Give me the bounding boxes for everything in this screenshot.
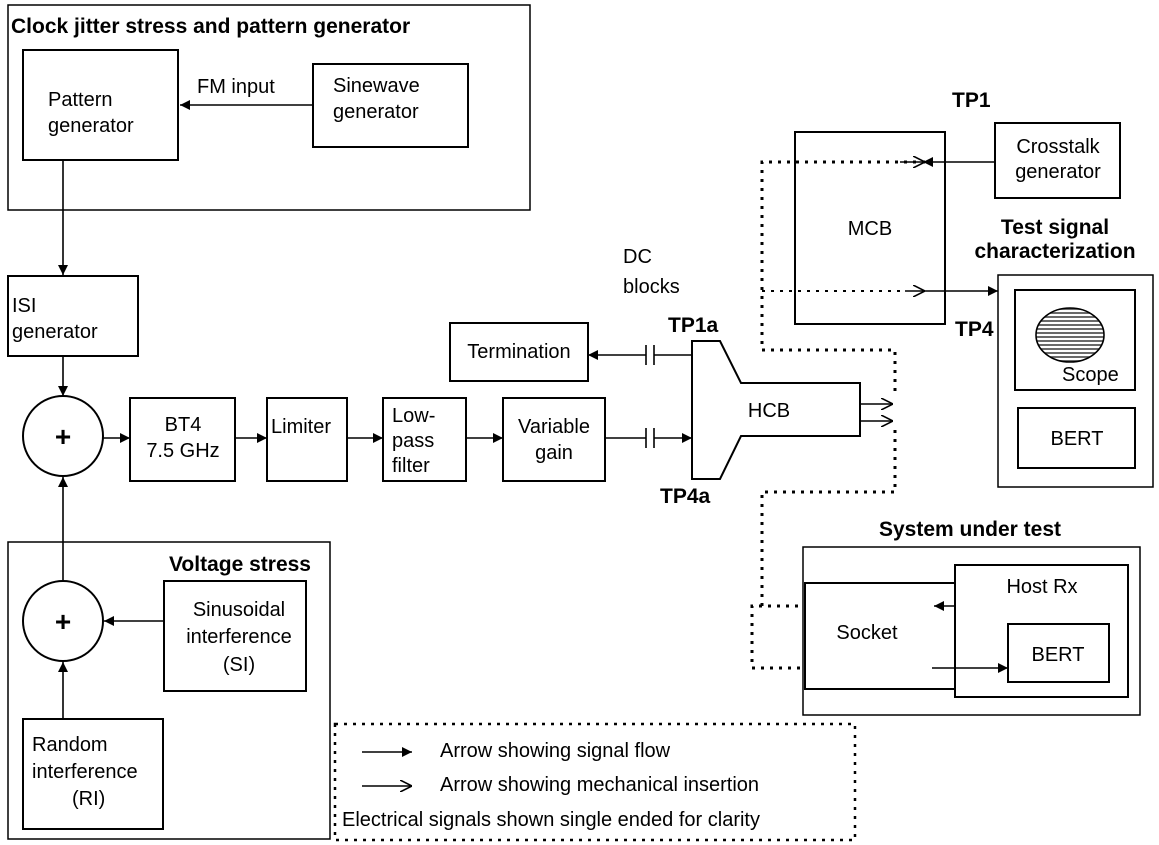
legend-note: Electrical signals shown single ended fo… bbox=[342, 809, 760, 831]
variable-gain-label-2: gain bbox=[535, 442, 573, 464]
tp4a-label: TP4a bbox=[660, 485, 711, 508]
system-under-test-frame bbox=[802, 546, 1141, 716]
scope-block bbox=[1014, 289, 1136, 391]
limiter-block bbox=[266, 397, 348, 482]
isi-generator-label-2: generator bbox=[12, 321, 98, 343]
si-label-2: interference bbox=[186, 626, 292, 648]
legend: Arrow showing signal flow Arrow showing … bbox=[333, 722, 857, 842]
legend-mechanical: Arrow showing mechanical insertion bbox=[440, 774, 759, 796]
crosstalk-generator-label-2: generator bbox=[1015, 161, 1101, 183]
dc-block-lower bbox=[605, 428, 692, 448]
limiter-label: Limiter bbox=[271, 416, 331, 438]
hcb-board bbox=[691, 340, 861, 480]
hcb-label: HCB bbox=[748, 400, 790, 422]
termination-block bbox=[449, 322, 589, 382]
mcb-label: MCB bbox=[848, 218, 892, 240]
ri-label-3: (RI) bbox=[72, 788, 105, 810]
dc-blocks-label-1: DC bbox=[623, 246, 652, 268]
termination-label: Termination bbox=[467, 341, 570, 363]
summing-junction-main-symbol: + bbox=[55, 421, 71, 452]
test-signal-title-1: Test signal bbox=[1001, 216, 1109, 239]
scope-display-icon bbox=[1035, 307, 1105, 363]
legend-frame bbox=[333, 722, 857, 842]
summing-junction-voltage bbox=[22, 580, 104, 662]
socket-label: Socket bbox=[836, 622, 898, 644]
ri-label-1: Random bbox=[32, 734, 108, 756]
crosstalk-generator-label-1: Crosstalk bbox=[1016, 136, 1100, 158]
voltage-stress-title: Voltage stress bbox=[169, 553, 311, 576]
variable-gain-label-1: Variable bbox=[518, 416, 590, 438]
summing-junction-voltage-symbol: + bbox=[55, 606, 71, 637]
clock-jitter-frame bbox=[7, 4, 531, 211]
isi-generator-label-1: ISI bbox=[12, 295, 36, 317]
clock-jitter-title: Clock jitter stress and pattern generato… bbox=[11, 15, 410, 38]
random-interference-block bbox=[22, 718, 164, 830]
clock-jitter-group: Clock jitter stress and pattern generato… bbox=[7, 4, 531, 211]
bt4-filter-block bbox=[129, 397, 236, 482]
low-pass-filter-block bbox=[382, 397, 467, 482]
tp1a-label: TP1a bbox=[668, 314, 719, 337]
tp4-label: TP4 bbox=[955, 318, 994, 341]
low-pass-filter-label-2: pass bbox=[392, 430, 434, 452]
bt4-label-1: BT4 bbox=[165, 414, 202, 436]
ri-label-2: interference bbox=[32, 761, 138, 783]
low-pass-filter-label-3: filter bbox=[392, 455, 430, 477]
sinewave-generator-label-1: Sinewave bbox=[333, 75, 420, 97]
variable-gain-block bbox=[502, 397, 606, 482]
si-label-3: (SI) bbox=[223, 654, 255, 676]
sinewave-generator-block bbox=[312, 63, 469, 148]
dc-blocks-label-2: blocks bbox=[623, 276, 680, 298]
voltage-stress-frame bbox=[7, 541, 331, 840]
tp1-label: TP1 bbox=[952, 89, 991, 112]
bert-block-host bbox=[1007, 623, 1110, 683]
test-signal-frame bbox=[997, 274, 1154, 488]
summing-junction-main bbox=[22, 395, 104, 477]
socket-block bbox=[804, 582, 956, 690]
voltage-stress-group: Voltage stress + Sinusoidal interference… bbox=[7, 541, 331, 840]
mcb-dotted-path-upper bbox=[760, 160, 925, 395]
system-under-test-title: System under test bbox=[879, 518, 1061, 541]
crosstalk-generator-block bbox=[994, 122, 1121, 199]
pattern-generator-label-2: generator bbox=[48, 115, 134, 137]
test-signal-title-2: characterization bbox=[974, 240, 1135, 263]
sinewave-generator-label-2: generator bbox=[333, 101, 419, 123]
isi-generator-block bbox=[7, 275, 139, 357]
dc-block-upper bbox=[588, 345, 692, 365]
bert-block-test bbox=[1017, 407, 1136, 469]
host-rx-label: Host Rx bbox=[1006, 576, 1077, 598]
bert-label-test: BERT bbox=[1051, 428, 1104, 450]
bert-label-host: BERT bbox=[1032, 644, 1085, 666]
si-label-1: Sinusoidal bbox=[193, 599, 285, 621]
pattern-generator-label-1: Pattern bbox=[48, 89, 112, 111]
sinusoidal-interference-block bbox=[163, 580, 307, 692]
scope-label: Scope bbox=[1062, 364, 1119, 386]
legend-signal-flow: Arrow showing signal flow bbox=[440, 740, 671, 762]
low-pass-filter-label-1: Low- bbox=[392, 405, 435, 427]
pattern-generator-block bbox=[22, 49, 179, 161]
bt4-label-2: 7.5 GHz bbox=[146, 440, 219, 462]
fm-input-label: FM input bbox=[197, 76, 275, 98]
